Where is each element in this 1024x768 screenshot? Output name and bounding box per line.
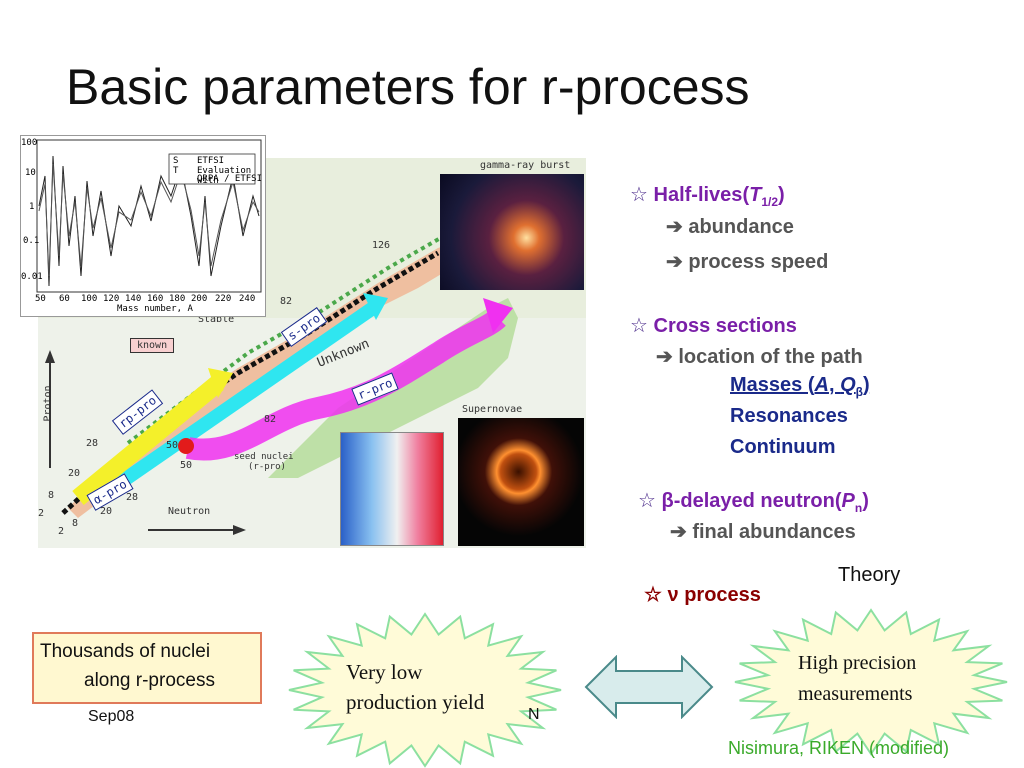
half-lives-line: ☆ Half-lives(T1/2) xyxy=(630,184,785,209)
star-icon: ☆ xyxy=(630,315,648,337)
x-tick-200: 200 xyxy=(191,294,208,304)
magic-20-a: 20 xyxy=(68,468,81,479)
cross-sections-line: ☆ Cross sections xyxy=(630,313,797,338)
simulation-image xyxy=(340,432,444,546)
abundance-item: ➔ abundance xyxy=(666,216,794,238)
location-item: ➔ location of the path xyxy=(656,346,863,368)
x-tick-220: 220 xyxy=(215,294,232,304)
process-speed-item: ➔ process speed xyxy=(666,251,829,273)
seed-label: seed nuclei xyxy=(234,452,294,462)
nu-process-line: ☆ ν process xyxy=(644,584,761,606)
x-tick-50: 50 xyxy=(35,294,46,304)
legend-etfsi: ETFSI xyxy=(197,156,225,166)
cross-sections-label: Cross sections xyxy=(653,315,797,337)
continuum-item: Continuum xyxy=(730,436,836,458)
beta-delayed-label: -delayed neutron xyxy=(673,490,835,512)
beta-delayed-line: ☆ β-delayed neutron(Pn) xyxy=(638,490,869,515)
credit-label: Nisimura, RIKEN (modified) xyxy=(728,738,950,758)
thousands-line2: along r-process xyxy=(84,670,215,691)
very-low-line1: Very low xyxy=(346,660,423,684)
resonances-item: Resonances xyxy=(730,405,848,427)
magic-82-a: 82 xyxy=(280,296,293,307)
star-icon: ☆ xyxy=(638,490,656,512)
high-precision-line2: measurements xyxy=(798,683,913,705)
magic-8-a: 8 xyxy=(48,490,55,501)
s-process-arrow xyxy=(94,302,377,504)
known-label: known xyxy=(130,338,175,353)
x-tick-160: 160 xyxy=(147,294,164,304)
x-tick-180: 180 xyxy=(169,294,186,304)
double-arrow-icon xyxy=(584,655,714,719)
magic-20-b: 20 xyxy=(100,506,113,517)
y-tick-01: 0.1 xyxy=(23,236,40,246)
theory-label: Theory xyxy=(838,564,901,586)
date-label: Sep08 xyxy=(88,708,135,725)
supernovae-image xyxy=(458,418,584,546)
masses-link[interactable]: Masses (A, Qβ) xyxy=(730,374,870,399)
magic-28-a: 28 xyxy=(86,438,99,449)
high-precision-line1: High precision xyxy=(798,652,917,674)
thousands-line1: Thousands of nuclei xyxy=(40,641,211,662)
x-axis-label: Mass number, A xyxy=(117,304,193,314)
arrow-icon: ➔ xyxy=(656,346,673,368)
final-abundances-item: ➔ final abundances xyxy=(670,521,856,543)
x-tick-140: 140 xyxy=(125,294,142,304)
magic-126: 126 xyxy=(372,240,391,251)
arrow-icon: ➔ xyxy=(666,216,683,238)
x-tick-60: 60 xyxy=(59,294,70,304)
magic-82-b: 82 xyxy=(264,414,277,425)
magic-50-a: 50 xyxy=(166,440,179,451)
star-icon: ☆ xyxy=(644,584,662,606)
magic-2-b: 2 xyxy=(58,526,65,537)
magic-2-a: 2 xyxy=(38,508,45,519)
x-tick-100: 100 xyxy=(81,294,98,304)
gamma-ray-burst-label: gamma-ray burst xyxy=(480,160,571,171)
very-low-starburst xyxy=(288,612,562,768)
x-tick-120: 120 xyxy=(103,294,120,304)
thousands-box xyxy=(32,632,262,704)
magic-28-b: 28 xyxy=(126,492,139,503)
magic-8-b: 8 xyxy=(72,518,79,529)
legend-qrpa: QRPA / ETFSI xyxy=(197,174,263,184)
nu-process-label: process xyxy=(684,584,761,606)
neutron-axis-label: Neutron xyxy=(168,506,211,517)
y-tick-100: 100 xyxy=(21,138,38,148)
legend-eval: Evaluation with xyxy=(197,166,252,186)
arrow-icon: ➔ xyxy=(670,521,687,543)
legend-s: S xyxy=(173,156,179,166)
arrow-icon: ➔ xyxy=(666,251,683,273)
proton-axis-label: Proton xyxy=(42,385,54,422)
seed-nucleus-dot xyxy=(178,438,194,454)
high-precision-starburst xyxy=(734,608,1008,756)
magic-50-b: 50 xyxy=(180,460,193,471)
half-life-plot-svg xyxy=(36,139,262,293)
gamma-ray-burst-image xyxy=(440,174,584,290)
y-tick-10: 10 xyxy=(25,168,36,178)
y-tick-1: 1 xyxy=(29,202,35,212)
rp-process-arrow xyxy=(72,376,224,505)
legend-t: T xyxy=(173,166,179,176)
half-lives-label: Half-lives xyxy=(653,184,743,206)
x-tick-240: 240 xyxy=(239,294,256,304)
hidden-tail-text: N xyxy=(528,706,540,723)
half-life-plot: S ETFSI T Evaluation with QRPA / ETFSI 1… xyxy=(20,135,266,317)
star-icon: ☆ xyxy=(630,184,648,206)
seed-sub-label: (r-pro) xyxy=(248,462,286,472)
supernovae-label: Supernovae xyxy=(462,404,523,415)
page-title: Basic parameters for r-process xyxy=(66,59,750,115)
very-low-line2: production yield xyxy=(346,690,485,714)
stable-label: Stable xyxy=(198,314,235,325)
y-tick-001: 0.01 xyxy=(21,272,43,282)
